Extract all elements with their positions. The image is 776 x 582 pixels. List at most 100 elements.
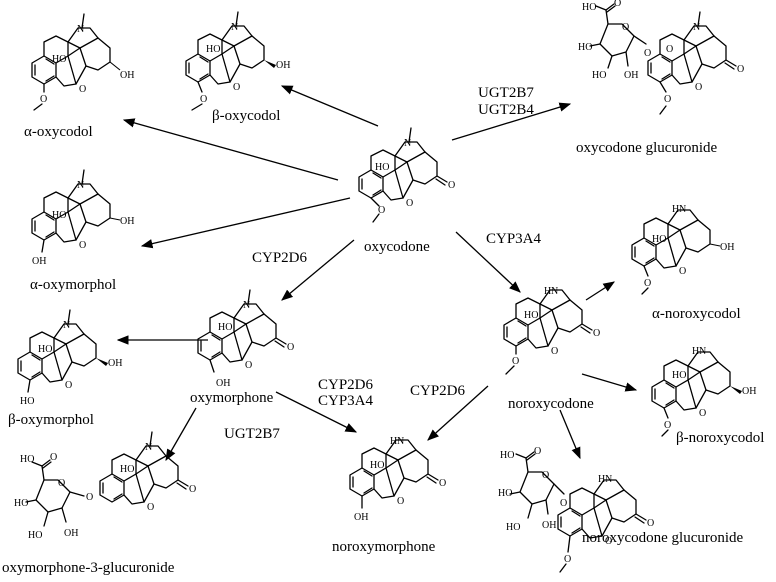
- svg-text:OH: OH: [108, 358, 122, 369]
- svg-text:O: O: [644, 278, 651, 289]
- label-oxymorphone-3-glucuronide: oxymorphone-3-glucuronide: [2, 560, 175, 576]
- svg-text:O: O: [512, 356, 519, 367]
- label-noroxycodone-glucuronide: noroxycodone glucuronide: [582, 530, 744, 546]
- label-beta-oxymorphol: β-oxymorphol: [8, 412, 94, 428]
- svg-text:O: O: [406, 198, 413, 209]
- svg-text:O: O: [542, 470, 549, 481]
- svg-text:O: O: [664, 94, 671, 105]
- svg-text:HO: HO: [218, 322, 232, 333]
- enzyme-cyp2d6-from-noroxycodone: CYP2D6: [410, 383, 466, 399]
- svg-text:O: O: [679, 266, 686, 277]
- svg-text:HO: HO: [652, 234, 666, 245]
- noroxymorphone-structure: H N HO O O OH: [349, 436, 446, 523]
- svg-text:HO: HO: [498, 488, 512, 499]
- svg-text:HO: HO: [582, 2, 596, 13]
- svg-text:N: N: [605, 474, 612, 485]
- svg-text:O: O: [65, 380, 72, 391]
- svg-text:N: N: [397, 436, 404, 447]
- oxymorphone-3-glucuronide-sugar: HO O O HO HO OH O: [14, 452, 93, 541]
- svg-text:O: O: [564, 554, 571, 565]
- arrow-to-alpha-noroxycodol: [585, 281, 615, 301]
- svg-text:O: O: [605, 536, 612, 547]
- svg-text:O: O: [664, 420, 671, 431]
- svg-text:HO: HO: [375, 162, 389, 173]
- arrow-to-noroxycodone: [455, 231, 521, 293]
- svg-text:N: N: [699, 346, 706, 357]
- label-noroxycodone: noroxycodone: [508, 396, 594, 412]
- enzyme-cyp2d6-oxymorphone: CYP2D6: [252, 250, 308, 266]
- svg-text:OH: OH: [624, 70, 638, 81]
- svg-text:OH: OH: [120, 70, 134, 81]
- svg-text:O: O: [593, 328, 600, 339]
- alpha-oxymorphol-structure: OH N HO O OH: [31, 169, 134, 267]
- svg-text:O: O: [189, 484, 196, 495]
- label-beta-oxycodol: β-oxycodol: [212, 108, 280, 124]
- svg-text:O: O: [287, 342, 294, 353]
- svg-text:O: O: [40, 94, 47, 105]
- noroxycodone-glucuronide-sugar: HO O O HO HO OH O: [498, 446, 567, 533]
- svg-text:O: O: [647, 518, 654, 529]
- svg-text:O: O: [245, 360, 252, 371]
- arrow-to-alpha-oxymorphol: [140, 197, 351, 249]
- svg-text:HO: HO: [578, 42, 592, 53]
- arrow-to-oxycodone-glucuronide: [451, 102, 572, 141]
- svg-text:O: O: [397, 496, 404, 507]
- beta-noroxycodol-structure: OH H N HO O O: [651, 346, 756, 437]
- svg-text:H: H: [692, 346, 699, 357]
- svg-text:OH: OH: [542, 520, 556, 531]
- svg-text:O: O: [666, 44, 673, 55]
- enzyme-ugt2b7-top: UGT2B7: [478, 85, 534, 101]
- svg-text:N: N: [551, 286, 558, 297]
- label-oxycodone-glucuronide: oxycodone glucuronide: [576, 140, 718, 156]
- enzyme-cyp2d6-noroxymorphone: CYP2D6: [318, 377, 374, 393]
- svg-text:OH: OH: [216, 378, 230, 389]
- arrow-to-beta-noroxycodol: [581, 373, 638, 392]
- svg-text:O: O: [551, 346, 558, 357]
- svg-text:O: O: [614, 0, 621, 9]
- beta-oxycodol-structure: OH N HO O O: [185, 11, 290, 111]
- svg-text:N: N: [77, 180, 84, 191]
- svg-text:N: N: [145, 442, 152, 453]
- svg-text:HO: HO: [52, 54, 66, 65]
- arrow-noroxycodone-to-noroxymorphone: [427, 385, 489, 441]
- svg-text:N: N: [679, 204, 686, 215]
- svg-text:OH: OH: [276, 60, 290, 71]
- svg-text:N: N: [243, 300, 250, 311]
- svg-text:N: N: [404, 138, 411, 149]
- label-alpha-oxycodol: α-oxycodol: [24, 124, 93, 140]
- svg-text:HO: HO: [524, 310, 538, 321]
- svg-text:O: O: [79, 84, 86, 95]
- svg-text:O: O: [699, 408, 706, 419]
- svg-text:HO: HO: [28, 530, 42, 541]
- enzyme-ugt2b7-glucuronide: UGT2B7: [224, 426, 280, 442]
- label-alpha-oxymorphol: α-oxymorphol: [30, 277, 116, 293]
- svg-text:O: O: [534, 446, 541, 457]
- oxycodone-structure: N HO O O O: [358, 127, 455, 223]
- label-alpha-noroxycodol: α-noroxycodol: [652, 306, 741, 322]
- svg-text:HO: HO: [206, 44, 220, 55]
- svg-text:H: H: [390, 436, 397, 447]
- svg-text:OH: OH: [64, 528, 78, 539]
- reaction-arrows: [116, 85, 638, 462]
- svg-text:HO: HO: [20, 396, 34, 407]
- alpha-oxycodol-structure: OH N HO O O: [31, 13, 134, 111]
- svg-text:HO: HO: [120, 464, 134, 475]
- noroxycodone-structure: H N HO O O O: [503, 286, 600, 375]
- svg-text:O: O: [147, 502, 154, 513]
- svg-text:HO: HO: [500, 450, 514, 461]
- svg-text:OH: OH: [354, 512, 368, 523]
- svg-text:O: O: [622, 22, 629, 33]
- svg-text:OH: OH: [120, 216, 134, 227]
- noroxycodone-glucuronide-core: H N O O O: [557, 474, 654, 573]
- svg-text:O: O: [644, 48, 651, 59]
- oxymorphone-3-glucuronide-core: N HO O O: [99, 431, 196, 513]
- svg-text:O: O: [233, 82, 240, 93]
- label-oxycodone: oxycodone: [364, 239, 430, 255]
- oxycodone-glucuronide-core: N O O O O: [647, 11, 744, 115]
- svg-text:O: O: [448, 180, 455, 191]
- oxymorphone-structure: N HO O O OH: [197, 289, 294, 389]
- svg-text:HO: HO: [38, 344, 52, 355]
- svg-text:HO: HO: [506, 522, 520, 533]
